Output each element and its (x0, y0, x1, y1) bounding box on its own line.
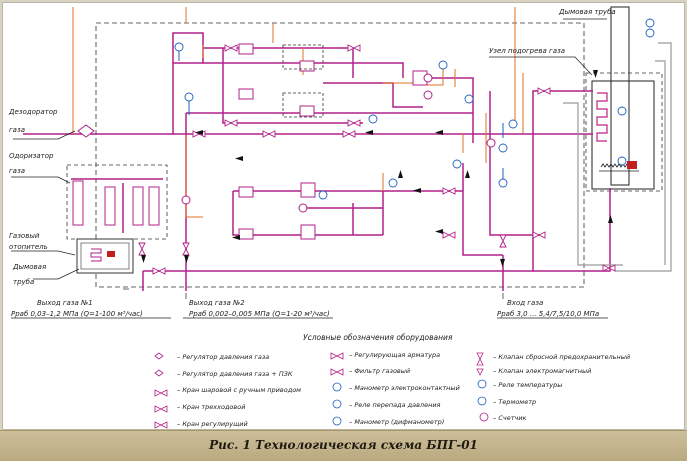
flow-arrows (141, 70, 613, 267)
legend-item-5: – Кран регулирущий (177, 420, 248, 428)
label-inlet-spec: Рраб 3,0 ... 5,4/7,5/10,0 МПа (497, 310, 599, 318)
diagram-sheet: Дезодоратор газа Одоризатор газа Газовый… (2, 2, 685, 430)
label-pipe-small: труба (13, 278, 34, 286)
legend-item-7: – Фильтр газовый (349, 367, 410, 375)
label-outlet-2-spec: Рраб 0,002–0,005 МПа (Q=1-20 м³/час) (189, 310, 330, 318)
heater-body (591, 80, 655, 190)
legend-item-14: – Термометр (493, 398, 536, 406)
legend-item-11: – Клапан сбросной предохранительный (493, 353, 630, 361)
legend-item-1: – Регулятор давления газа (177, 353, 269, 361)
label-outlet-2: Выход газа №2 (189, 299, 245, 307)
return-lines (563, 42, 672, 272)
instrument-lines (178, 51, 623, 183)
legend-item-12: – Клапан электромагнитный (493, 367, 591, 375)
label-gas-heater: Газовый (9, 232, 40, 240)
heat-exchanger-coil (596, 92, 608, 142)
valves (138, 44, 616, 275)
label-odorizer-gas: газа (9, 167, 25, 175)
label-inlet: Вход газа (507, 299, 543, 307)
station-enclosure (95, 22, 585, 288)
label-degasator: Дезодоратор (8, 108, 58, 116)
label-outlet-1-spec: Рраб 0,03–1,2 МПа (Q=1-100 м³/час) (11, 310, 143, 318)
label-heater: отопитель (9, 243, 48, 251)
burner-flame (627, 161, 637, 169)
legend-item-3: – Кран шаровой с ручным приводом (177, 386, 301, 394)
label-flue-pipe-small: Дымовая (12, 263, 46, 271)
equipment (72, 43, 496, 274)
legend-symbols (154, 352, 489, 429)
label-odorizer: Одоризатор (9, 152, 54, 160)
chimney (610, 6, 630, 186)
legend-item-2: – Регулятор давления газа + ПЗК (177, 370, 293, 378)
legend-item-6: – Регулирующая арматура (349, 351, 440, 359)
label-outlet-1: Выход газа №1 (37, 299, 93, 307)
impulse-lines (72, 7, 524, 218)
label-heater-node: Узел подогрева газа (489, 47, 565, 55)
figure-caption-bar: Рис. 1 Технологическая схема БПГ-01 (0, 430, 687, 461)
legend-item-13: – Реле температуры (493, 381, 562, 389)
legend-item-15: – Счетчик (493, 414, 527, 422)
schematic: Дезодоратор газа Одоризатор газа Газовый… (8, 6, 672, 429)
label-degasator-gas: газа (9, 126, 25, 134)
legend-item-4: – Кран трехходовой (177, 403, 245, 411)
legend-item-10: – Манометр (дифманометр) (349, 418, 444, 426)
legend-item-9: – Реле перепада давления (349, 401, 441, 409)
legend-item-8: – Манометр электроконтактный (349, 384, 460, 392)
legend-title: Условные обозначения оборудования (303, 333, 453, 342)
instruments (174, 18, 655, 200)
figure-caption: Рис. 1 Технологическая схема БПГ-01 (209, 438, 478, 452)
label-flue-pipe: Дымовая труба (558, 8, 616, 16)
heater-enclosure (585, 72, 663, 192)
leader-lines (11, 18, 608, 319)
